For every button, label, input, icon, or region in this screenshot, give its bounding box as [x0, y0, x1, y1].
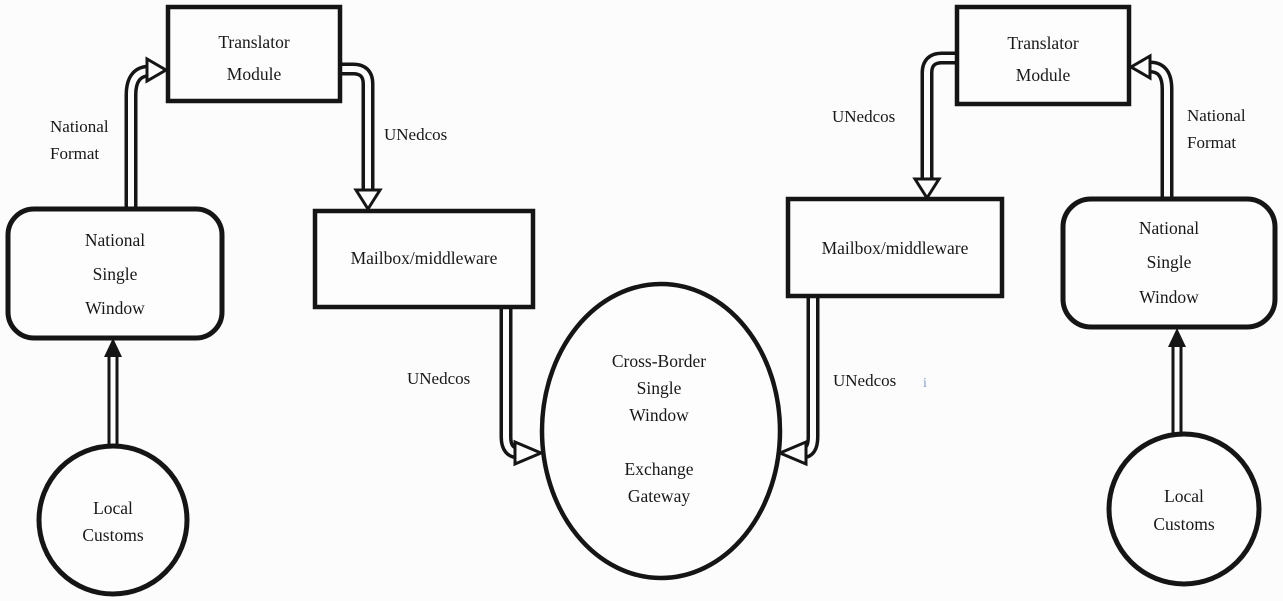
- national-single-window-left: National Single Window: [5, 206, 225, 341]
- national-format-label-left: Format: [50, 144, 99, 163]
- customs-right-label: Local: [1164, 486, 1204, 506]
- unedcos-label-right-bottom: UNedcos: [833, 371, 896, 390]
- mailbox-middleware-left-box: [312, 208, 536, 310]
- arrow-translator-to-mailbox-right: [920, 51, 956, 179]
- gateway-label: Window: [629, 405, 689, 425]
- local-customs-left: Local Customs: [36, 443, 190, 597]
- exchange-gateway-ellipse: [539, 281, 783, 581]
- customs-left-label: Local: [93, 498, 133, 518]
- arrowhead-up-customs-nsw-right: [1168, 328, 1186, 347]
- unedcos-label-left-top: UNedcos: [384, 125, 447, 144]
- arrowhead-left-nsw-translator-right: [1128, 53, 1152, 81]
- mailbox-middleware-right-box: [785, 196, 1005, 299]
- arrowhead-right-nsw-translator-left: [145, 56, 169, 84]
- customs-left-label: Customs: [82, 525, 143, 545]
- mailbox-middleware-left: Mailbox/middleware: [312, 208, 536, 310]
- translator-module-left-label: Translator: [218, 32, 289, 52]
- arrow-nsw-to-translator-left: [124, 64, 151, 211]
- arrowhead-right-mailbox-gateway-left: [513, 439, 545, 467]
- nsw-right-label: Window: [1139, 287, 1199, 307]
- arrow-mailbox-to-gateway-left: [499, 306, 520, 460]
- local-customs-right-circle: [1106, 431, 1262, 587]
- national-format-label-left: National: [50, 117, 109, 136]
- nsw-right-label: Single: [1147, 252, 1192, 272]
- translator-module-left-label: Module: [227, 64, 282, 84]
- translator-module-left: Translator Module: [165, 4, 343, 104]
- national-single-window-right: National Single Window: [1060, 196, 1278, 330]
- arrow-nsw-to-translator-right: [1149, 60, 1174, 200]
- arrow-heads: [104, 53, 1186, 467]
- nsw-left-label: National: [85, 230, 145, 250]
- translator-module-left-box: [165, 4, 343, 104]
- gateway-label: Cross-Border: [612, 351, 706, 371]
- arrowhead-left-mailbox-gateway-right: [776, 439, 808, 467]
- gateway-label: Exchange: [625, 459, 694, 479]
- stray-blue-mark: i: [923, 376, 927, 391]
- mailbox-left-label: Mailbox/middleware: [351, 248, 498, 268]
- arrowhead-down-translator-mailbox-right: [912, 177, 942, 201]
- arrowhead-down-translator-mailbox-left: [353, 188, 383, 212]
- translator-module-right-box: [954, 4, 1132, 107]
- mailbox-middleware-right: Mailbox/middleware: [785, 196, 1005, 299]
- mailbox-right-label: Mailbox/middleware: [822, 238, 969, 258]
- local-customs-right: Local Customs: [1106, 431, 1262, 587]
- national-format-label-right: Format: [1187, 133, 1236, 152]
- unedcos-label-left-bottom: UNedcos: [407, 369, 470, 388]
- nsw-left-label: Single: [93, 264, 138, 284]
- translator-module-right: Translator Module: [954, 4, 1132, 107]
- cross-border-exchange-gateway: Cross-Border Single Window Exchange Gate…: [539, 281, 783, 581]
- unedcos-label-right-top: UNedcos: [832, 107, 895, 126]
- translator-module-right-label: Translator: [1007, 33, 1078, 53]
- national-single-window-right-box: [1060, 196, 1278, 330]
- customs-right-label: Customs: [1153, 514, 1214, 534]
- national-format-label-right: National: [1187, 106, 1246, 125]
- arrow-translator-to-mailbox-left: [341, 62, 375, 190]
- arrow-mailbox-to-gateway-right: [801, 295, 820, 460]
- gateway-label: Single: [637, 378, 682, 398]
- arrowhead-up-customs-nsw-left: [104, 338, 122, 357]
- national-single-window-left-box: [5, 206, 225, 341]
- gateway-label: Gateway: [628, 486, 690, 506]
- nsw-right-label: National: [1139, 218, 1199, 238]
- local-customs-left-circle: [36, 443, 190, 597]
- translator-module-right-label: Module: [1016, 65, 1071, 85]
- edge-labels: National Format UNedcos UNedcos UNedcos …: [50, 106, 1246, 391]
- nsw-left-label: Window: [85, 298, 145, 318]
